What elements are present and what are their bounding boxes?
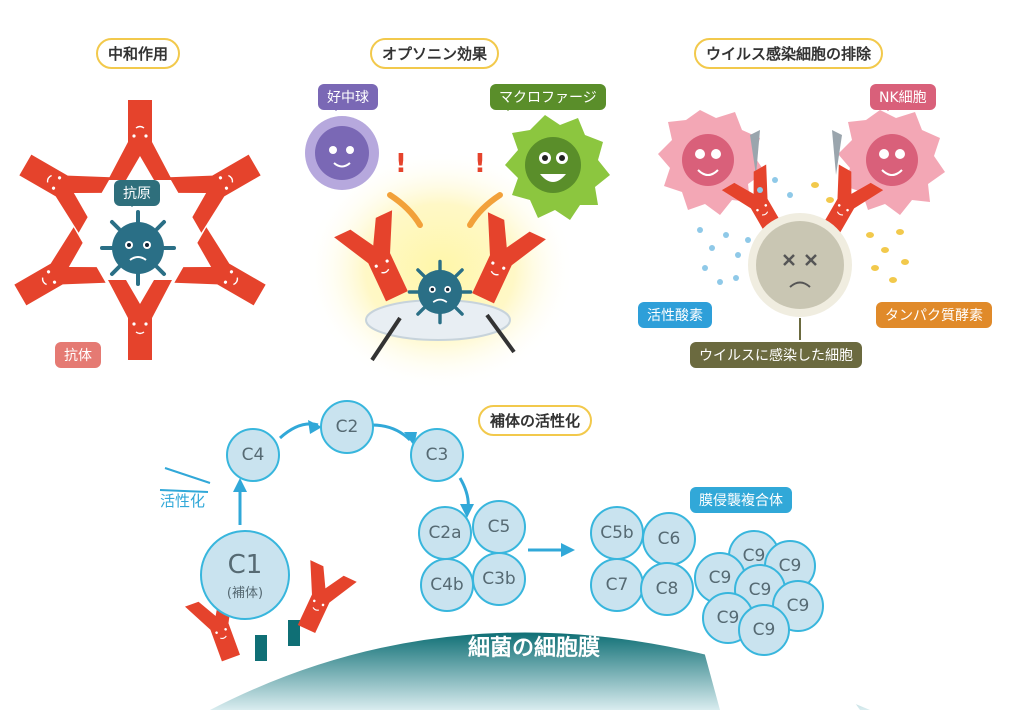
protease-label: タンパク質酵素	[876, 302, 992, 328]
section-title-elimination: ウイルス感染細胞の排除	[694, 38, 884, 69]
infected-cell-label: ウイルスに感染した細胞	[690, 342, 862, 368]
complement-c3: C3	[410, 428, 464, 482]
active-oxygen-dots	[697, 177, 793, 285]
activation-lines	[159, 467, 211, 493]
protease-dots	[811, 182, 909, 283]
complement-c7: C7	[590, 558, 644, 612]
svg-text:!: !	[474, 149, 486, 179]
complement-c1: C1 (補体)	[200, 530, 290, 620]
plate-virus-icon	[407, 259, 473, 325]
membrane-label: 細菌の細胞膜	[468, 636, 601, 661]
mac-label: 膜侵襲複合体	[690, 487, 792, 513]
membrane-receptors	[255, 620, 300, 661]
infected-cell-icon	[748, 213, 852, 317]
c1-text: C1	[227, 549, 263, 580]
macrophage-icon	[505, 115, 610, 220]
complement-c6: C6	[642, 512, 696, 566]
virus-icon	[100, 210, 176, 286]
antigen-label: 抗原	[114, 180, 160, 207]
complement-c3b: C3b	[472, 552, 526, 606]
orange-arrows	[387, 192, 503, 228]
c1-subtext: (補体)	[226, 585, 264, 601]
complement-c5b: C5b	[590, 506, 644, 560]
complement-c2: C2	[320, 400, 374, 454]
macrophage-label: マクロファージ	[490, 84, 606, 111]
svg-text:!: !	[395, 149, 407, 179]
complement-c9: C9	[738, 604, 790, 656]
nk-cell-label: NK細胞	[870, 84, 936, 111]
neutrophil-icon	[305, 116, 379, 190]
complement-c4b: C4b	[420, 558, 474, 612]
activation-label: 活性化	[160, 492, 206, 510]
antibody-label: 抗体	[55, 342, 101, 368]
bacterial-membrane	[210, 632, 870, 710]
complement-c4: C4	[226, 428, 280, 482]
active-oxygen-label: 活性酸素	[638, 302, 712, 328]
section-title-neutralization: 中和作用	[96, 38, 181, 69]
complement-c9: C9	[772, 580, 824, 632]
complement-c2a: C2a	[418, 506, 472, 560]
section-title-complement: 補体の活性化	[478, 405, 593, 436]
complement-c5: C5	[472, 500, 526, 554]
section-title-opsonization: オプソニン効果	[370, 38, 500, 69]
neutrophil-label: 好中球	[318, 84, 378, 111]
warning-icon: ! !	[395, 149, 486, 179]
complement-c8: C8	[640, 562, 694, 616]
